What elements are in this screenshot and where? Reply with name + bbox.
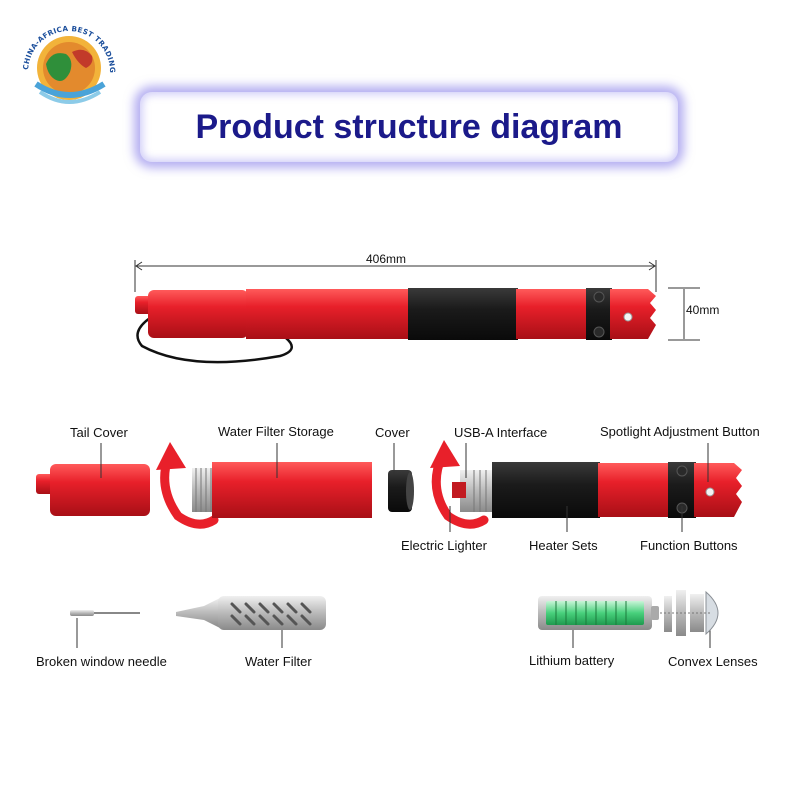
cover-part	[388, 470, 412, 512]
logo-graphic	[34, 36, 106, 104]
head-bezel	[610, 289, 656, 339]
tail-cap	[135, 296, 151, 314]
tail-cover-body	[148, 290, 248, 338]
label-tail-cover: Tail Cover	[70, 425, 128, 440]
page-title: Product structure diagram	[195, 107, 623, 146]
diameter-label: 40mm	[686, 303, 720, 317]
convex-lenses-part	[660, 590, 719, 636]
diameter-dimension	[668, 287, 700, 341]
assembled-product	[135, 288, 656, 364]
length-label: 406mm	[366, 252, 407, 266]
water-filter-storage-part	[212, 462, 372, 518]
lanyard	[136, 316, 293, 364]
front-body	[516, 289, 588, 339]
label-spotlight-adjustment-button: Spotlight Adjustment Button	[600, 424, 760, 439]
label-water-filter-storage: Water Filter Storage	[218, 424, 334, 439]
label-broken-window-needle: Broken window needle	[36, 654, 167, 669]
brand-logo: CHINA-AFRICA BEST TRADING PLATFORM	[14, 14, 122, 110]
tail-cover-part	[50, 464, 150, 516]
storage-body	[246, 289, 410, 339]
label-usb-a-interface: USB-A Interface	[454, 425, 548, 440]
lithium-battery-part	[538, 596, 659, 630]
exploded-view	[36, 440, 742, 529]
water-filter-part	[176, 596, 326, 630]
label-convex-lenses: Convex Lenses	[668, 654, 758, 669]
broken-window-needle-part	[70, 610, 140, 616]
label-cover: Cover	[375, 425, 410, 440]
length-dimension	[134, 260, 657, 292]
label-function-buttons: Function Buttons	[640, 538, 738, 553]
heater-grip-part	[492, 462, 600, 518]
label-heater-sets: Heater Sets	[529, 538, 598, 553]
label-lithium-battery: Lithium battery	[529, 653, 615, 668]
label-electric-lighter: Electric Lighter	[401, 538, 487, 553]
rotate-arrow-1	[160, 453, 219, 529]
head-part	[694, 463, 742, 517]
title-banner: Product structure diagram	[140, 92, 678, 162]
grip-sleeve	[408, 288, 518, 340]
rotate-arrow-2	[431, 451, 489, 529]
label-water-filter: Water Filter	[245, 654, 312, 669]
